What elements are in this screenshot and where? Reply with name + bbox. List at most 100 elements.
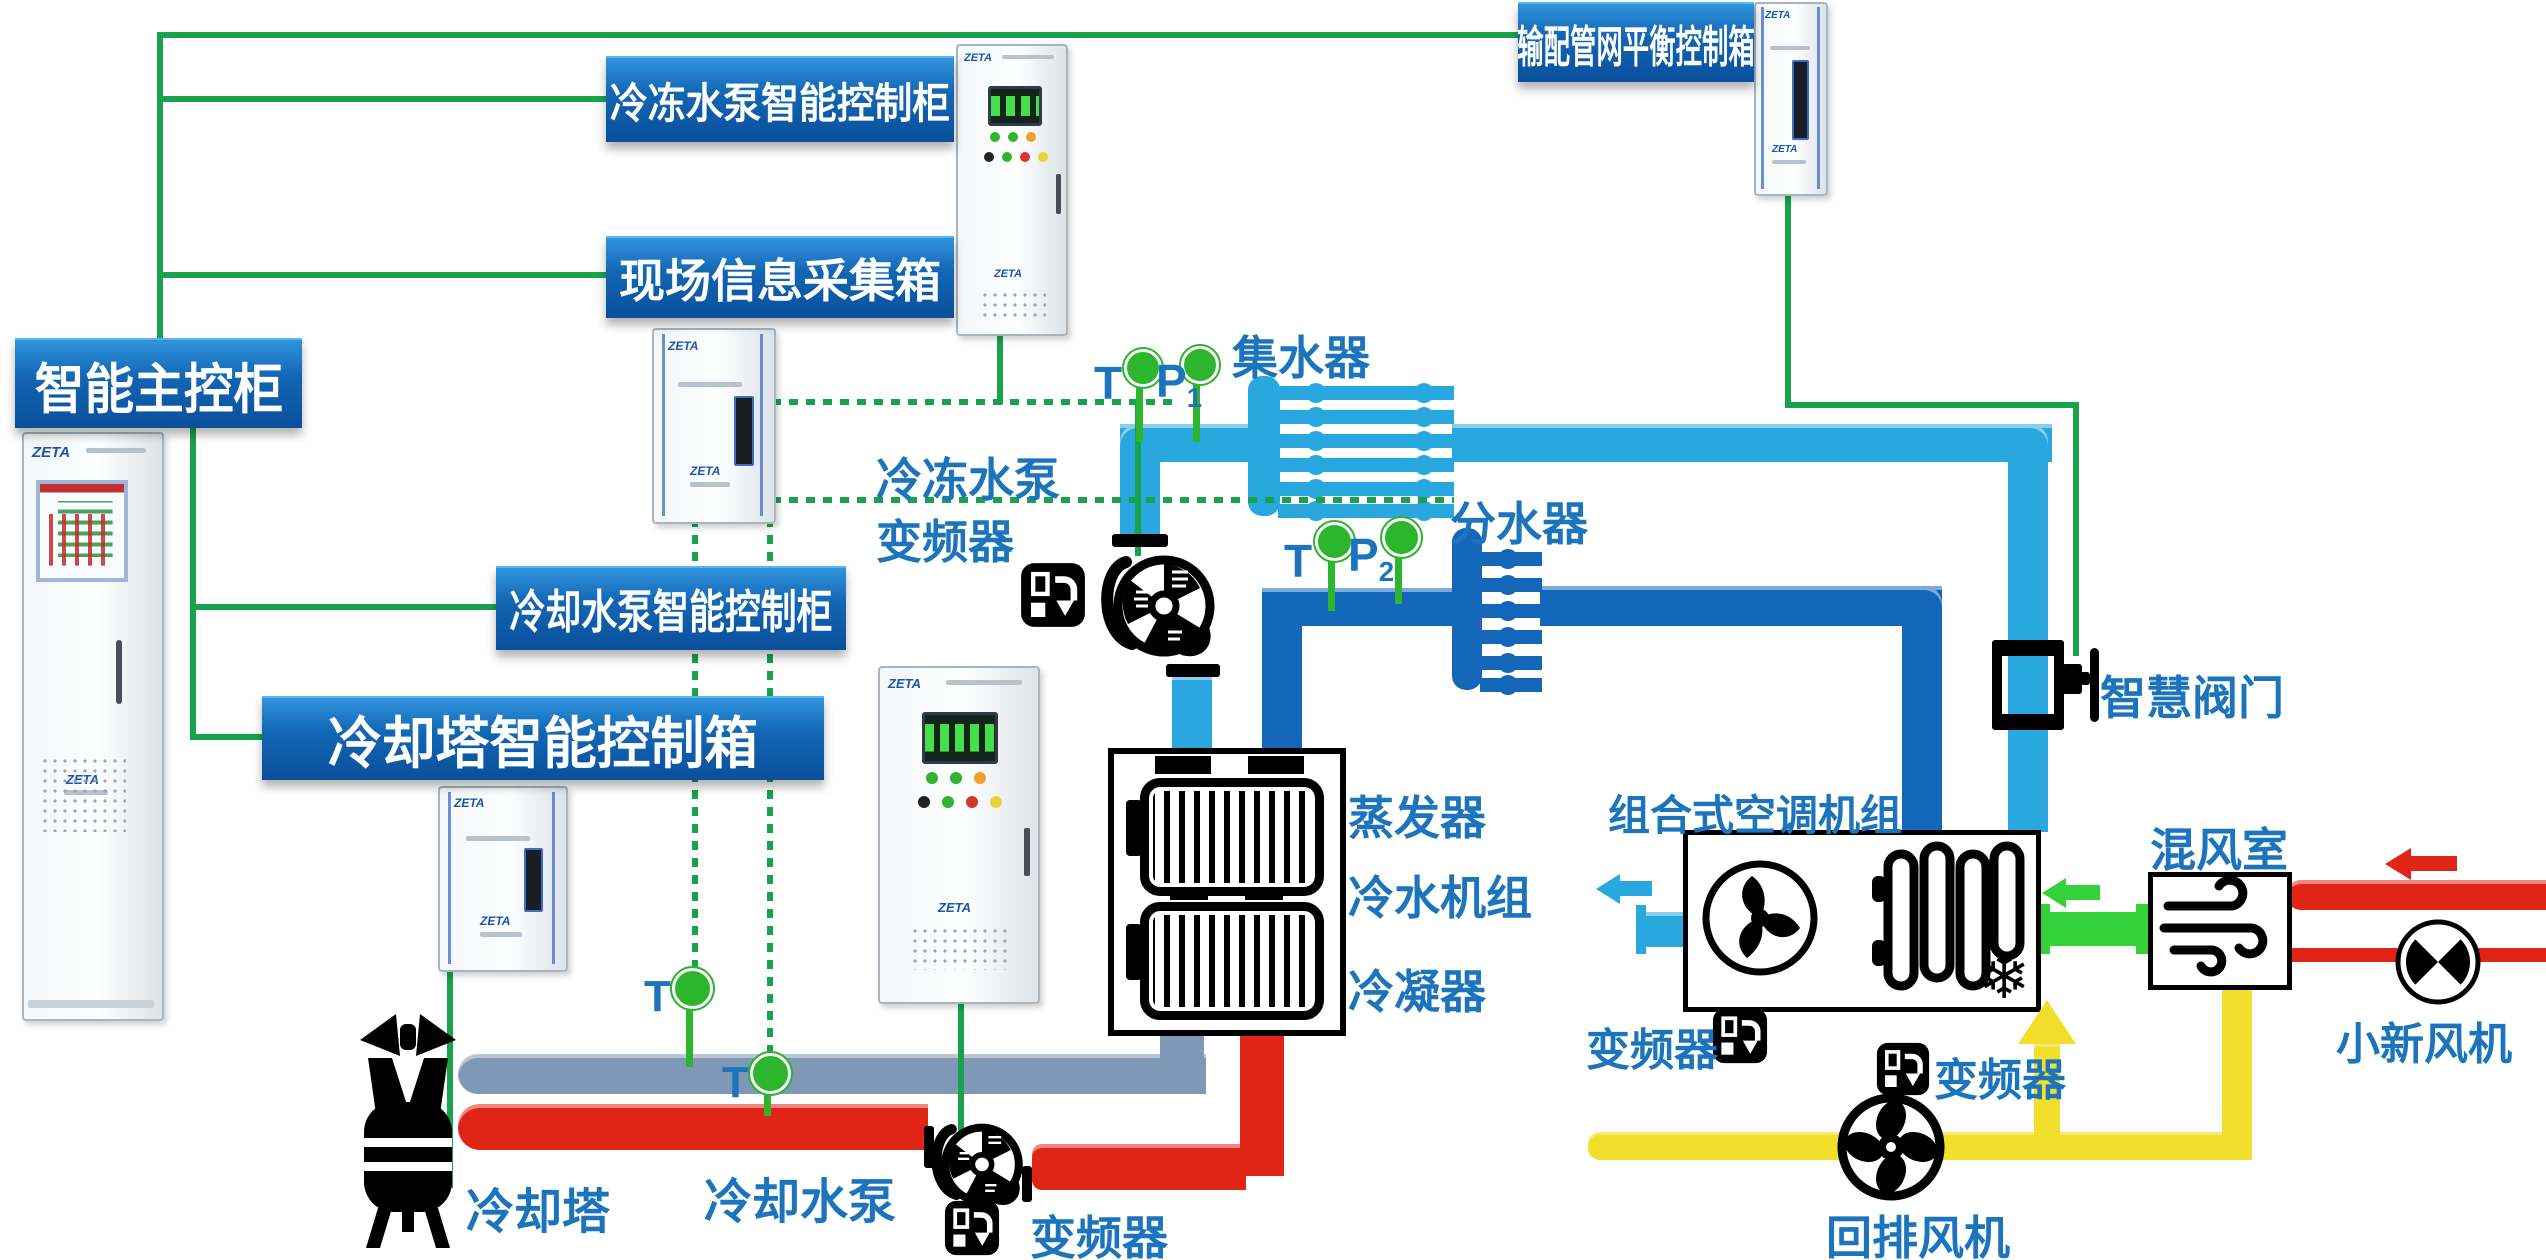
dispatch-box: ZETA ZETA <box>1754 2 1828 196</box>
cooling-water-pump-icon <box>931 1123 1023 1206</box>
chilled-pump-outlet-flange <box>1166 664 1220 677</box>
chilled-water-pump-icon <box>1101 555 1215 657</box>
network-branch-chilled-pump <box>157 96 608 102</box>
label-smart-valve: 智慧阀门 <box>2100 672 2284 724</box>
label-chilled-vfd-1: 冷冻水泵 <box>876 454 1060 506</box>
chilled-pump-cabinet-display <box>988 86 1042 126</box>
field-info-box-slot <box>734 396 754 466</box>
label-cooling-pump: 冷却水泵 <box>704 1176 897 1229</box>
label-ahu: 组合式空调机组 <box>1608 792 1903 839</box>
cooling-tower-icon <box>360 1014 456 1248</box>
label-vfd-ahu: 变频器 <box>1586 1026 1718 1075</box>
return-air-riser-mid <box>2034 1044 2060 1140</box>
cooling-pump-inlet-flange <box>924 1126 934 1168</box>
chilled-pump-inlet-flange <box>1112 534 1168 547</box>
chilled-pump-control-line <box>1135 404 1141 556</box>
chilled-return-pipe-main <box>1452 424 2052 462</box>
chilled-return-pipe-drop <box>2008 424 2048 832</box>
chiller-top-tab-1 <box>1155 756 1211 774</box>
cooling-pump-cabinet-display <box>922 712 998 764</box>
network-trunk-line <box>157 32 163 343</box>
ahu-cooling-coil-icon: ❄ <box>1872 841 2030 1013</box>
vfd-icon-ahu <box>1712 1008 1768 1064</box>
label-chilled-vfd-2: 变频器 <box>876 516 1014 568</box>
dispatch-box-line <box>1785 192 1791 408</box>
condenser-supply-pipe-right <box>1032 1144 1246 1190</box>
cooling-pump-outlet-flange <box>1022 1166 1032 1202</box>
condenser-supply-pipe-left <box>458 1104 928 1150</box>
cooling-tower-control-line <box>447 938 453 1188</box>
master-cabinet-screen <box>36 480 128 582</box>
label-sensor-t1: T <box>1094 357 1123 409</box>
cooling-pump-control-line <box>958 998 964 1154</box>
chiller-top-tab-2 <box>1248 756 1304 774</box>
mixing-supply-cap-right <box>2136 904 2148 954</box>
svg-text:❄: ❄ <box>1978 940 2030 1013</box>
chilled-supply-to-distributor <box>1262 588 1454 626</box>
mixing-green-arrow-shaft <box>2064 885 2100 900</box>
banner-field-info: 现场信息采集箱 <box>606 236 954 318</box>
label-sensor-p1: P1 <box>1156 355 1203 414</box>
dispatch-valve-jog <box>1785 402 2079 408</box>
condenser-return-pipe <box>458 1054 1206 1094</box>
dispatch-box-slot <box>1792 60 1809 140</box>
vfd-icon-cooling-pump <box>944 1200 1000 1256</box>
signal-line-sensors-1 <box>772 399 1172 405</box>
chilled-supply-pipe-main <box>1540 586 1942 626</box>
ahu-fan-icon <box>1702 860 1818 976</box>
return-air-riser-right <box>2222 980 2252 1140</box>
label-mixing-room: 混风室 <box>2150 824 2288 876</box>
network-branch-field-info <box>157 272 608 278</box>
master-cabinet: ZETA ZETA <box>22 432 164 1021</box>
cooling-pump-cabinet: ZETA ZETA <box>878 666 1040 1004</box>
signal-line-distributor <box>772 497 1454 503</box>
banner-cooling-tower: 冷却塔智能控制箱 <box>262 696 824 780</box>
label-distributor: 分水器 <box>1450 498 1588 550</box>
return-fan-icon <box>1837 1093 1945 1201</box>
fresh-air-arrow-shaft <box>2409 856 2457 871</box>
chilled-pump-discharge-pipe <box>1172 676 1212 752</box>
ahu-outlet-stub <box>1644 912 1686 947</box>
label-sensor-t4: T <box>722 1058 749 1107</box>
chilled-supply-pipe-drop <box>1902 586 1942 832</box>
field-info-box: ZETA ZETA <box>652 328 776 524</box>
chilled-pump-cabinet: ZETA ZETA <box>956 44 1068 336</box>
label-sensor-t3: T <box>644 972 671 1021</box>
return-air-up-arrow <box>2018 1000 2076 1044</box>
fresh-air-duct <box>2287 880 2546 910</box>
cooling-tower-box-slot <box>524 848 543 912</box>
mixing-supply-pipe <box>2042 912 2148 946</box>
vfd-icon-return-fan <box>1876 1042 1930 1096</box>
mixing-supply-cap-left <box>2038 904 2050 954</box>
ahu-outlet-arrow <box>1596 874 1620 904</box>
cooling-tower-box: ZETA ZETA <box>438 786 568 972</box>
label-vfd-return-fan: 变频器 <box>1934 1056 2066 1105</box>
condenser-supply-riser <box>1240 1026 1284 1176</box>
signal-line-red-sensor <box>767 518 773 1058</box>
fresh-air-fan-icon <box>2395 919 2481 1005</box>
network-branch-cooling-tower <box>190 734 266 740</box>
network-branch-cooling-pump <box>190 604 498 610</box>
label-vfd-cooling-pump: 变频器 <box>1030 1212 1168 1260</box>
mixing-green-arrow <box>2042 878 2066 908</box>
valve-control-line <box>2073 402 2079 656</box>
fresh-air-arrow <box>2385 848 2411 880</box>
label-cooling-tower: 冷却塔 <box>466 1186 611 1239</box>
banner-dispatch: 输配管网平衡控制箱 <box>1517 2 1755 82</box>
label-fresh-fan: 小新风机 <box>2336 1020 2512 1069</box>
ahu-outlet-arrow-shaft <box>1618 881 1652 896</box>
label-sensor-p2: P2 <box>1348 529 1395 588</box>
label-evaporator: 蒸发器 <box>1348 792 1486 844</box>
banner-master: 智能主控柜 <box>15 338 302 428</box>
ahu-outlet-cap <box>1636 905 1646 954</box>
label-sensor-t2: T <box>1284 535 1313 587</box>
banner-cooling-pump: 冷却水泵智能控制柜 <box>496 566 846 650</box>
banner-chilled-pump: 冷冻水泵智能控制柜 <box>606 56 954 142</box>
label-condenser: 冷凝器 <box>1348 966 1486 1018</box>
network-top-line <box>157 32 1520 38</box>
label-chiller: 冷水机组 <box>1348 872 1532 924</box>
vfd-icon-chilled-pump <box>1021 563 1085 627</box>
network-trunk-lower <box>190 425 196 740</box>
chilled-cabinet-drop-line <box>997 330 1003 404</box>
